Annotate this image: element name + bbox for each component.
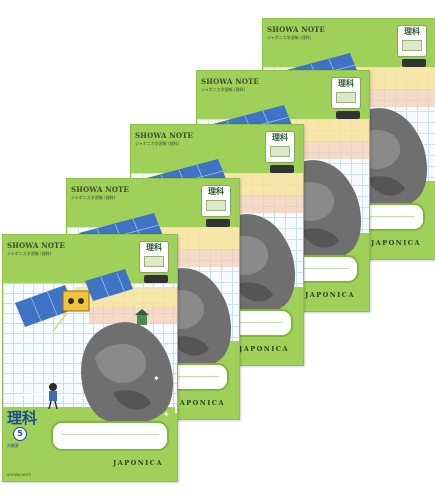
subject-tag: 理科 xyxy=(139,241,169,273)
subject-tag: 理科 xyxy=(265,131,295,163)
series-text: ジャポニカ学習帳 (理科) xyxy=(201,87,246,92)
subject-tag: 理科 xyxy=(331,77,361,109)
peach-stripe xyxy=(297,141,369,159)
badge xyxy=(402,59,426,67)
name-box xyxy=(51,421,169,451)
notebook-cover-front: SHOWA NOTE ジャポニカ学習帳 (理科) 理科 ✦ ✦ ✦ 理科 5 方… xyxy=(2,234,178,482)
brand-name: SHOWA NOTE xyxy=(201,77,260,86)
peach-stripe xyxy=(167,249,239,267)
series-text: ジャポニカ学習帳 (理科) xyxy=(135,141,180,146)
series-text: ジャポニカ学習帳 (理科) xyxy=(267,35,312,40)
brand-name: SHOWA NOTE xyxy=(135,131,194,140)
star-decoration: ✦ xyxy=(33,394,40,403)
peach-stripe xyxy=(231,195,303,213)
badge xyxy=(144,275,168,283)
brand-name: SHOWA NOTE xyxy=(71,185,130,194)
subject-tag-label: 理科 xyxy=(338,79,354,88)
maker-logo: JAPONICA xyxy=(305,291,355,299)
badge xyxy=(206,219,230,227)
star-decoration: ✦ xyxy=(153,374,160,383)
satellite-illustration xyxy=(15,269,133,332)
grade-number: 5 xyxy=(13,427,27,441)
subject-tag-label: 理科 xyxy=(272,133,288,142)
series-text: ジャポニカ学習帳 (理科) xyxy=(71,195,116,200)
badge xyxy=(270,165,294,173)
maker-logo: JAPONICA xyxy=(371,239,421,247)
maker-logo: JAPONICA xyxy=(175,399,225,407)
peach-stripe xyxy=(89,307,177,323)
subject-tag: 理科 xyxy=(201,185,231,217)
subject-tag-label: 理科 xyxy=(146,243,162,252)
maker-logo: JAPONICA xyxy=(113,459,163,467)
child-figure-illustration xyxy=(48,383,58,410)
star-decoration: ✦ xyxy=(163,410,170,419)
asteroid-illustration xyxy=(81,309,174,425)
brand-name: SHOWA NOTE xyxy=(267,25,326,34)
maker-logo: JAPONICA xyxy=(239,345,289,353)
subject-tag: 理科 xyxy=(397,25,427,57)
series-text: ジャポニカ学習帳 (理科) xyxy=(7,251,52,256)
yellow-stripe xyxy=(353,67,435,89)
subject-title: 理科 xyxy=(7,409,38,427)
rule-type: 方眼罫 xyxy=(7,443,19,448)
yellow-stripe xyxy=(287,119,369,141)
badge xyxy=(336,111,360,119)
subject-tag-label: 理科 xyxy=(404,27,420,36)
subject-tag-label: 理科 xyxy=(208,187,224,196)
peach-stripe xyxy=(363,89,435,107)
white-curve-decoration xyxy=(3,393,113,435)
yellow-stripe xyxy=(221,173,303,195)
fine-print: SHOWA NOTE xyxy=(7,473,32,477)
brand-name: SHOWA NOTE xyxy=(7,241,66,250)
